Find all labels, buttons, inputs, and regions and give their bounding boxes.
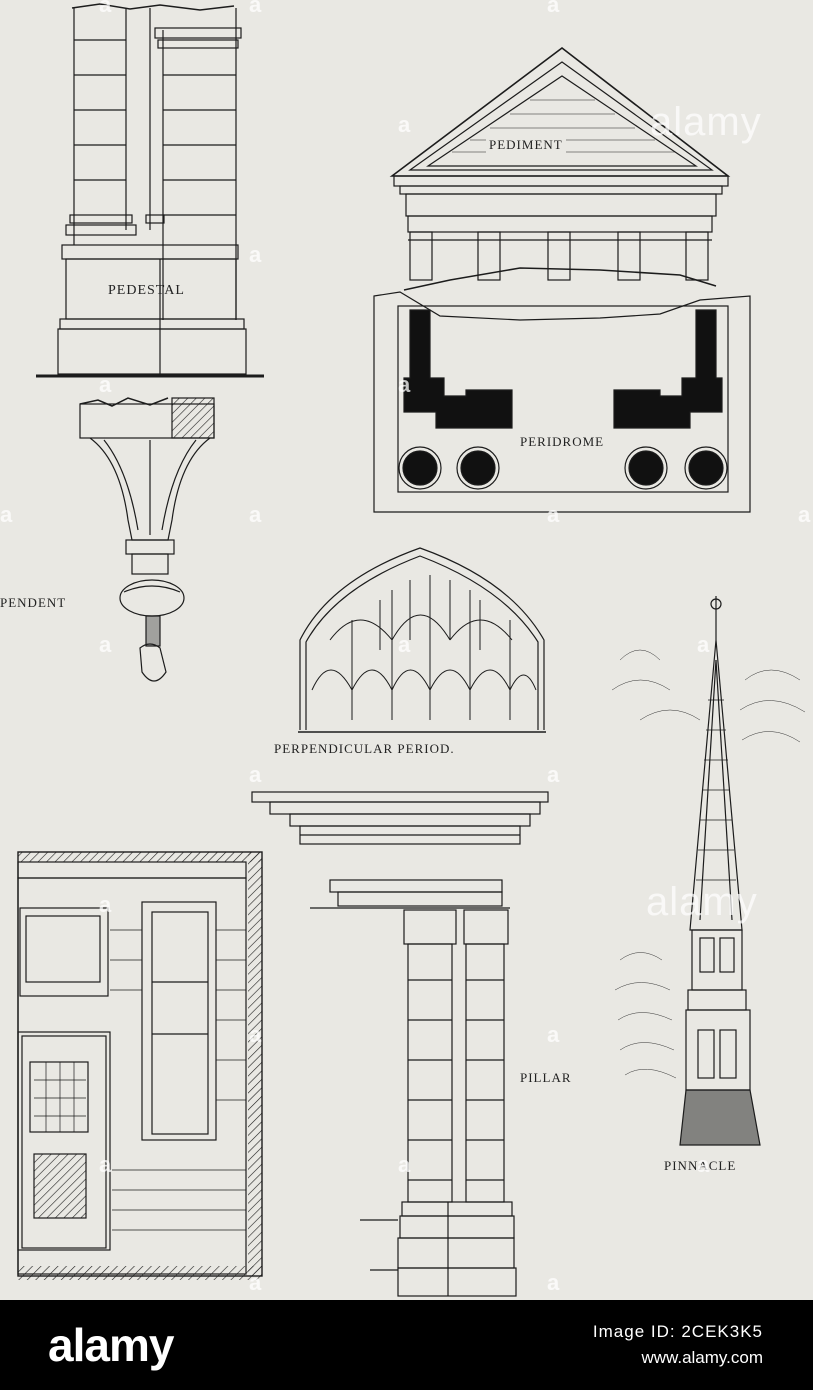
pedestal-drawing: [36, 3, 264, 378]
watermark-mark: a: [99, 632, 112, 657]
pendent-drawing: [79, 397, 215, 682]
watermark-mark: a: [798, 502, 811, 527]
watermark-mark: a: [249, 502, 262, 527]
label-pedestal: PEDESTAL: [108, 283, 185, 298]
watermark-mark: a: [398, 1152, 411, 1177]
watermark-text: alamy: [646, 880, 758, 924]
watermark-mark: a: [697, 1152, 710, 1177]
label-peridrome: PERIDROME: [520, 434, 605, 449]
watermark-text: alamy: [650, 100, 762, 144]
perpendicular-window-drawing: [298, 547, 546, 733]
label-pediment: PEDIMENT: [486, 137, 566, 153]
image-id: Image ID: 2CEK3K5: [592, 1322, 763, 1341]
watermark-mark: a: [547, 502, 560, 527]
engraving-plate: PEDESTAL PEDIMENT PERIDROME PENDENT PERP…: [0, 0, 813, 1300]
watermark-mark: a: [547, 762, 560, 787]
label-pendent: PENDENT: [0, 595, 67, 610]
site-link[interactable]: www.alamy.com: [641, 1348, 763, 1367]
watermark-mark: a: [0, 502, 13, 527]
watermark-mark: a: [99, 892, 112, 917]
watermark-mark: a: [398, 112, 411, 137]
watermark-mark: a: [249, 0, 262, 17]
watermark-mark: a: [697, 632, 710, 657]
footer-bar: alamy Image ID: 2CEK3K5 www.alamy.com: [0, 1300, 813, 1390]
watermark-mark: a: [398, 632, 411, 657]
watermark-mark: a: [249, 1022, 262, 1047]
watermark-mark: a: [249, 762, 262, 787]
label-pillar: PILLAR: [520, 1070, 572, 1085]
image-meta: Image ID: 2CEK3K5 www.alamy.com: [593, 1322, 763, 1368]
pediment-drawing: [389, 46, 731, 291]
pillar-drawing: [251, 791, 549, 1297]
watermark-mark: a: [99, 1152, 112, 1177]
watermark-mark: a: [249, 242, 262, 267]
label-perpendicular-period: PERPENDICULAR PERIOD.: [274, 741, 455, 756]
watermark-mark: a: [249, 1270, 262, 1295]
label-pinnacle: PINNACLE: [664, 1158, 737, 1173]
facade-drawing: [17, 851, 263, 1280]
watermark-mark: a: [99, 372, 112, 397]
brand-logo[interactable]: alamy: [48, 1319, 174, 1371]
watermark-mark: a: [99, 0, 112, 17]
pinnacle-drawing: [611, 596, 806, 1146]
watermark-mark: a: [547, 1022, 560, 1047]
engraving-drawing: [17, 3, 806, 1297]
peridrome-drawing: [373, 291, 751, 513]
watermark-mark: a: [398, 372, 411, 397]
watermark-mark: a: [547, 0, 560, 17]
watermark-mark: a: [547, 1270, 560, 1295]
